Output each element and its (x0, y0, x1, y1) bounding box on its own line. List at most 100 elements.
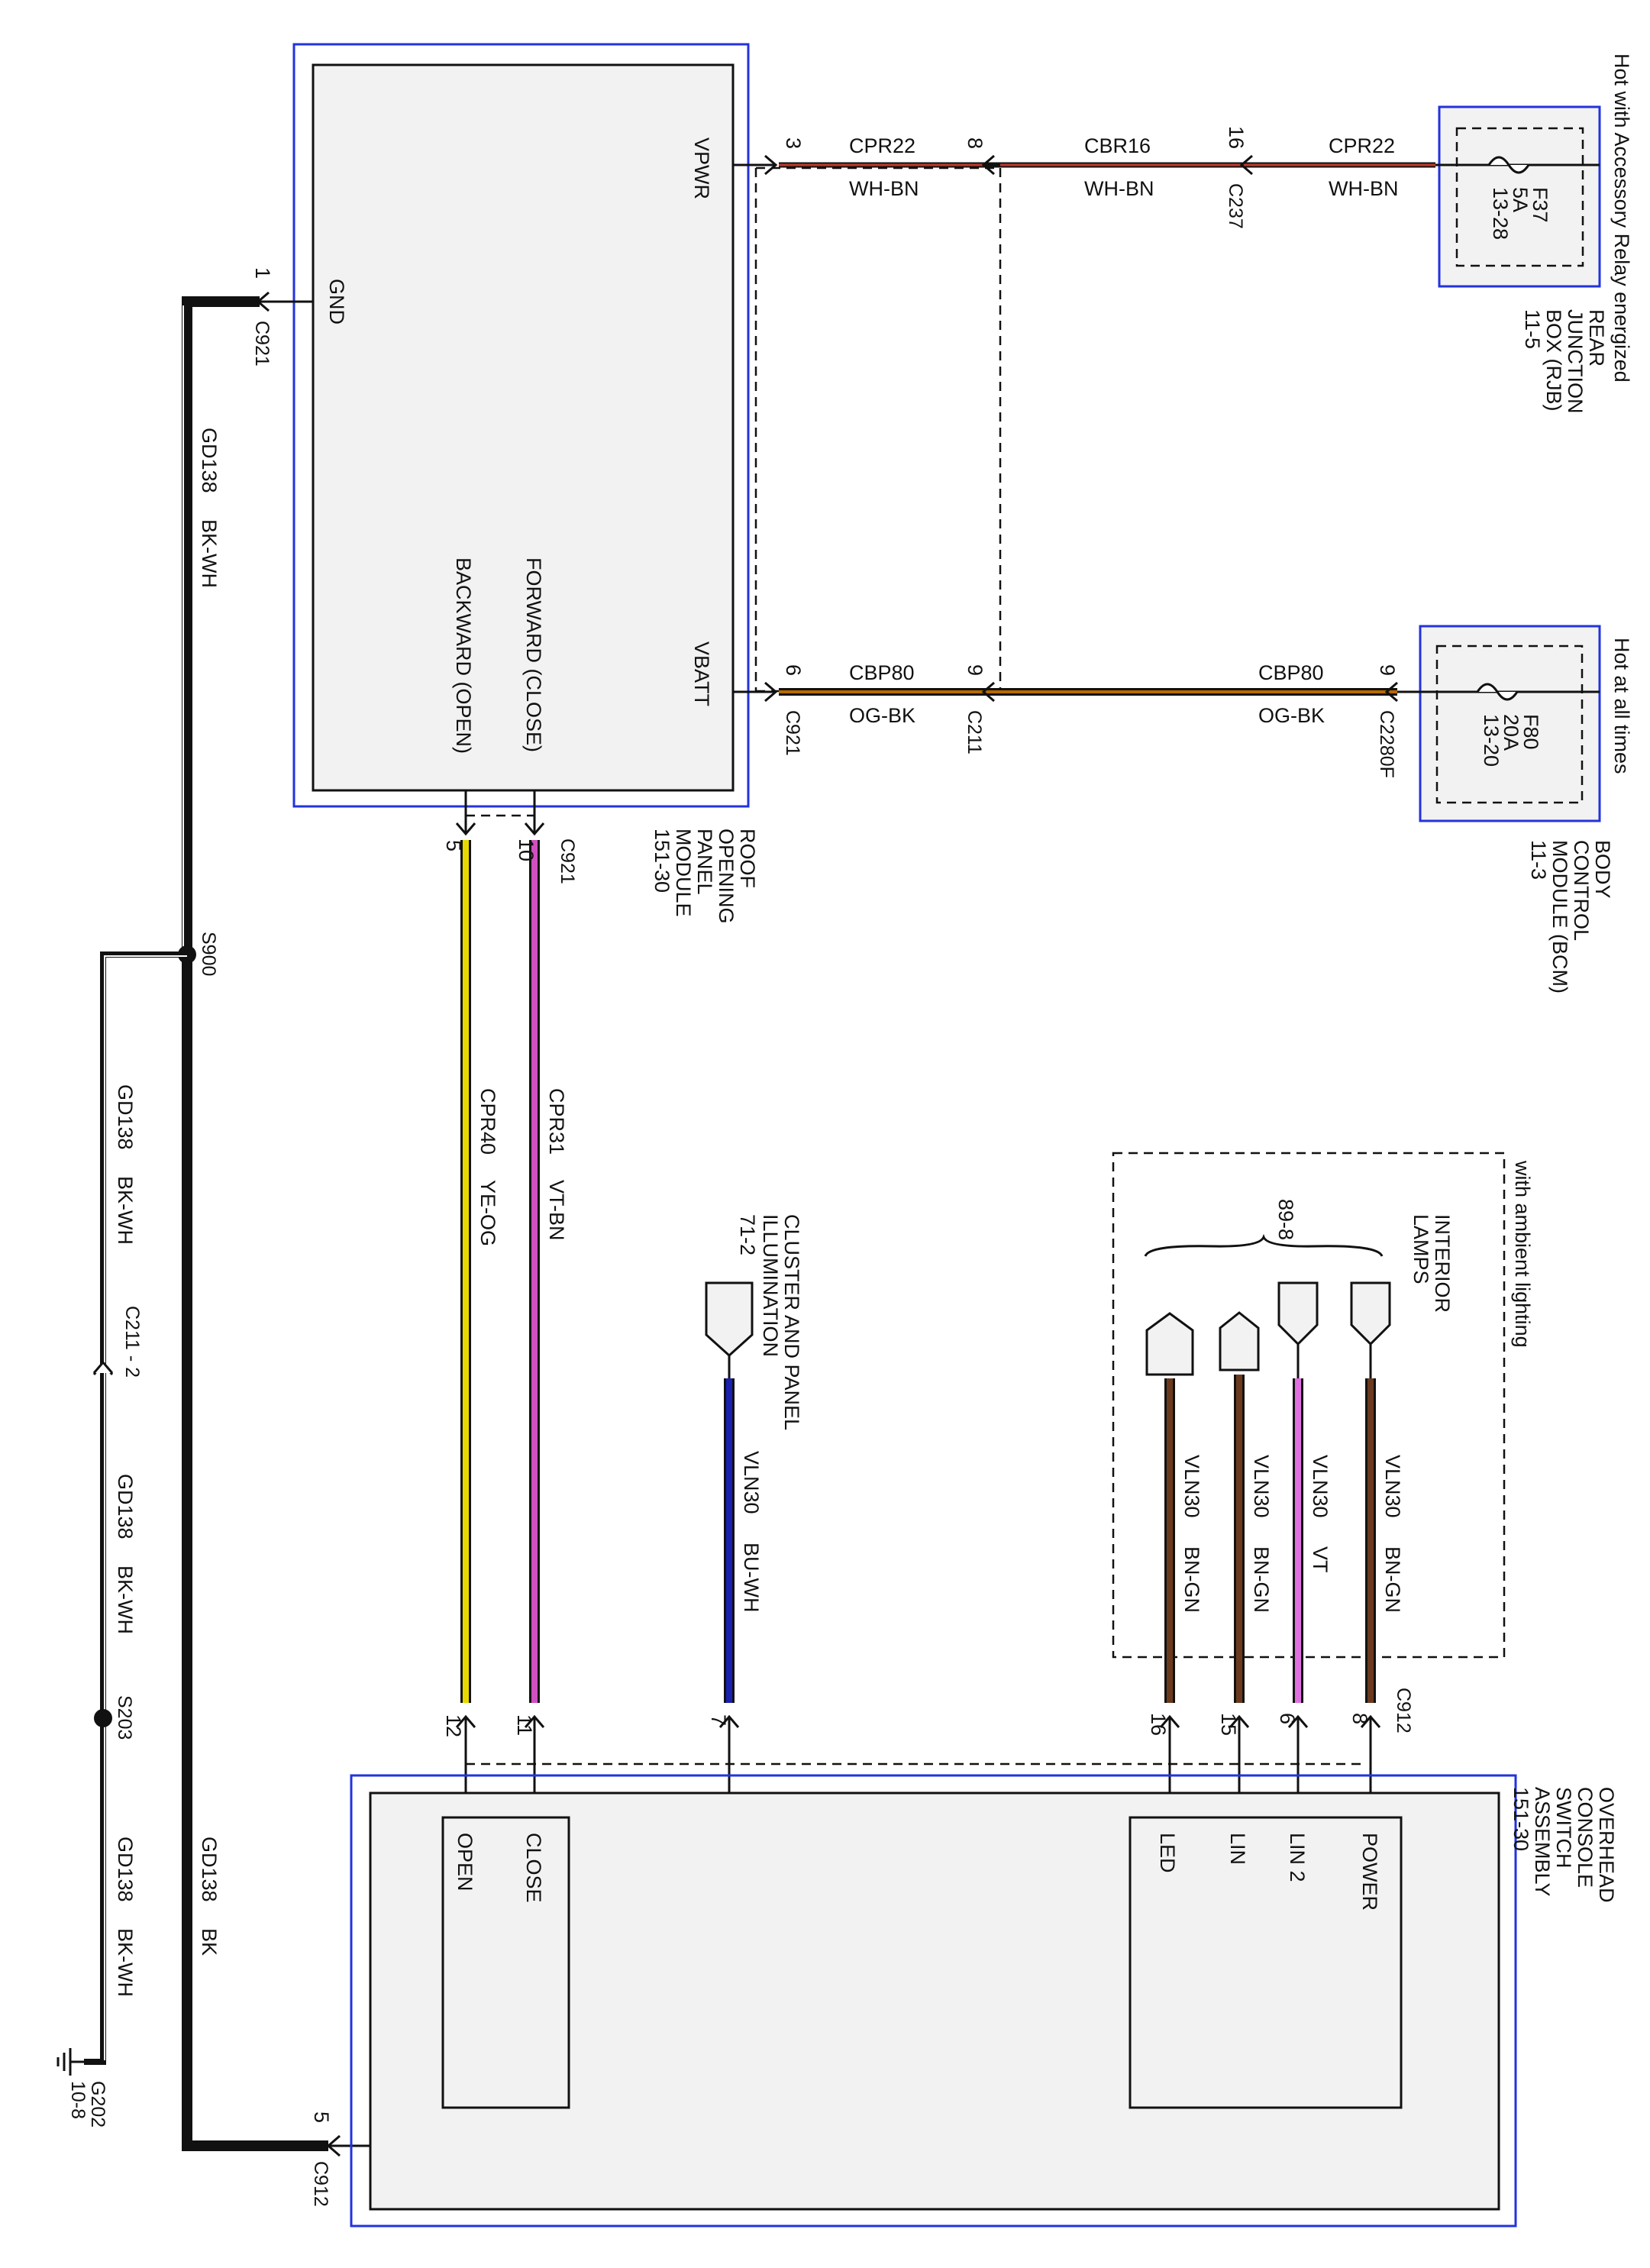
wire-cbp80-label: CBP80 (1258, 661, 1324, 684)
wire-vln30-label: VLN30 (740, 1451, 763, 1514)
wire-cpr22-label: CPR22 (849, 134, 915, 157)
interior-lamps-note: with ambient lighting (1511, 1160, 1534, 1348)
pin-forward-close-label: FORWARD (CLOSE) (522, 557, 545, 752)
wire-bn-gn-label: BN-GN (1381, 1546, 1404, 1613)
rjb-name-line-4: 11-5 (1521, 309, 1544, 349)
wire-vt-bn-label: VT-BN (545, 1180, 568, 1241)
wire-gd138-label: GD138 (114, 1837, 137, 1902)
connector-c211-2-label: C211 - 2 (121, 1306, 143, 1378)
pin-3-label: 3 (782, 137, 805, 149)
wire-wh-bn-label: WH-BN (1084, 177, 1154, 200)
connector-c2280f-label: C2280F (1376, 710, 1397, 778)
rjb-name-line-1: REAR (1585, 309, 1608, 367)
wire-vt-label: VT (1309, 1546, 1332, 1573)
roof-module-name-line-4: MODULE (672, 829, 695, 917)
cluster-illumination: CLUSTER AND PANEL ILLUMINATION 71-2 VLN3… (702, 1214, 803, 2146)
splice-s203-icon (94, 1709, 112, 1727)
overhead-console-switch-assembly: OPEN CLOSE LED LIN LIN 2 POWER OVERHEAD … (350, 1774, 1618, 2228)
connector-arrow-icon (524, 822, 545, 836)
wire-gd138-label: GD138 (198, 1837, 221, 1902)
pin-9-label: 9 (964, 664, 986, 676)
cluster-name-line-2: ILLUMINATION (759, 1214, 782, 1357)
splice-s203-label: S203 (114, 1695, 135, 1740)
connector-arrow-icon (92, 1360, 114, 1374)
wire-cbp80-label: CBP80 (849, 661, 915, 684)
connector-plug-icon (705, 1281, 754, 1358)
bcm-name: BODY CONTROL MODULE (BCM) 11-3 (1527, 840, 1614, 993)
fuse-f37-rating: 5A (1509, 187, 1532, 212)
rjb-name: REAR JUNCTION BOX (RJB) 11-5 (1521, 309, 1608, 414)
rjb-note: Hot with Accessory Relay energized (1610, 53, 1633, 383)
wire-bk-wh-label: BK-WH (114, 1928, 137, 1997)
wire-cpr40-label: CPR40 (476, 1088, 499, 1155)
pin-lin-label: LIN (1226, 1833, 1249, 1865)
rjb-name-line-3: BOX (RJB) (1542, 309, 1565, 412)
pin-7-label: 7 (707, 1714, 730, 1726)
overhead-module-name: OVERHEAD CONSOLE SWITCH ASSEMBLY 151-30 (1510, 1787, 1618, 1903)
overhead-name-line-4: ASSEMBLY (1531, 1787, 1554, 1897)
bcm-name-line-2: CONTROL (1570, 840, 1593, 941)
interior-lamps-name-line-1: INTERIOR (1431, 1214, 1454, 1313)
splice-s900-label: S900 (198, 932, 219, 976)
connector-plug-icon (1219, 1311, 1260, 1371)
overhead-name-line-3: SWITCH (1552, 1787, 1575, 1868)
connector-plug-icon (1145, 1312, 1194, 1376)
connector-c211-label: C211 (964, 710, 985, 754)
fuse-f37-label: F37 (1529, 187, 1552, 223)
wire-ye-og-label: YE-OG (476, 1180, 499, 1246)
ground-g202-icon (57, 2048, 84, 2076)
wire-vbatt: CBP80 OG-BK CBP80 OG-BK 6 C921 9 C211 9 … (733, 661, 1399, 778)
wire-bk-wh-label: BK-WH (114, 1176, 137, 1245)
wire-bk-wh-label: BK-WH (198, 519, 221, 588)
ground-circuit: 1 C921 GD138 BK-WH S900 GD138 BK-WH C211… (57, 267, 1273, 2207)
pin-16-label: 16 (1147, 1713, 1170, 1736)
brace-icon (1144, 1233, 1384, 1257)
wire-vln30-label: VLN30 (1250, 1455, 1273, 1518)
fuse-f80-icon (1476, 683, 1519, 701)
pin-6-label: 6 (782, 664, 805, 676)
pin-5-label: 5 (310, 2111, 333, 2123)
wire-og-bk-label: OG-BK (849, 704, 915, 727)
pin-9-label: 9 (1376, 664, 1399, 676)
body-control-module: F80 20A 13-20 Hot at all times BODY CONT… (1397, 625, 1633, 993)
interior-lamps-ref: 89-8 (1274, 1199, 1297, 1240)
pin-1-label: 1 (251, 267, 274, 279)
switch-block-led-lin-power (1129, 1816, 1403, 2109)
connector-arrow-icon (455, 822, 476, 836)
pin-8-label: 8 (1348, 1713, 1371, 1724)
connector-arrow-icon (1384, 681, 1398, 703)
wire-bk-label: BK (198, 1928, 221, 1956)
wire-gd138-label: GD138 (114, 1084, 137, 1150)
connector-arrow-icon (981, 681, 995, 703)
rear-junction-box: F37 5A 13-28 Hot with Accessory Relay en… (1435, 53, 1633, 414)
pin-5-label: 5 (442, 840, 465, 851)
switch-block-open-close (441, 1816, 570, 2109)
wire-vpwr: CPR22 WH-BN CBR16 WH-BN CPR22 WH-BN 3 8 … (733, 126, 1435, 229)
bcm-note: Hot at all times (1610, 638, 1633, 774)
connector-c921-label: C921 (251, 321, 273, 367)
fuse-f37-ref: 13-28 (1489, 187, 1512, 240)
roof-module-name-line-2: OPENING (715, 829, 738, 924)
wire-vln30-label: VLN30 (1309, 1455, 1332, 1518)
wire-bu-wh-label: BU-WH (740, 1543, 763, 1612)
wire-gd138-label: GD138 (114, 1474, 137, 1539)
ground-g202-label: G202 (87, 2081, 108, 2127)
connector-arrow-icon (752, 154, 778, 176)
pin-10-label: 10 (515, 838, 538, 861)
pin-vpwr-label: VPWR (690, 137, 713, 199)
fuse-f37-icon (1487, 156, 1530, 174)
overhead-name-line-1: OVERHEAD (1595, 1787, 1618, 1903)
bcm-name-line-1: BODY (1591, 840, 1614, 899)
connector-plug-icon (1277, 1281, 1319, 1346)
pin-led-label: LED (1156, 1833, 1179, 1873)
cluster-ref: 71-2 (736, 1214, 759, 1255)
wire-wh-bn-label: WH-BN (1329, 177, 1398, 200)
pin-gnd-label: GND (325, 279, 348, 325)
pin-6-label: 6 (1276, 1713, 1299, 1724)
fuse-f80-ref: 13-20 (1480, 714, 1503, 767)
pin-open-label: OPEN (454, 1833, 476, 1892)
roof-module-name-line-1: ROOF (736, 829, 759, 888)
wire-wh-bn-label: WH-BN (849, 177, 919, 200)
